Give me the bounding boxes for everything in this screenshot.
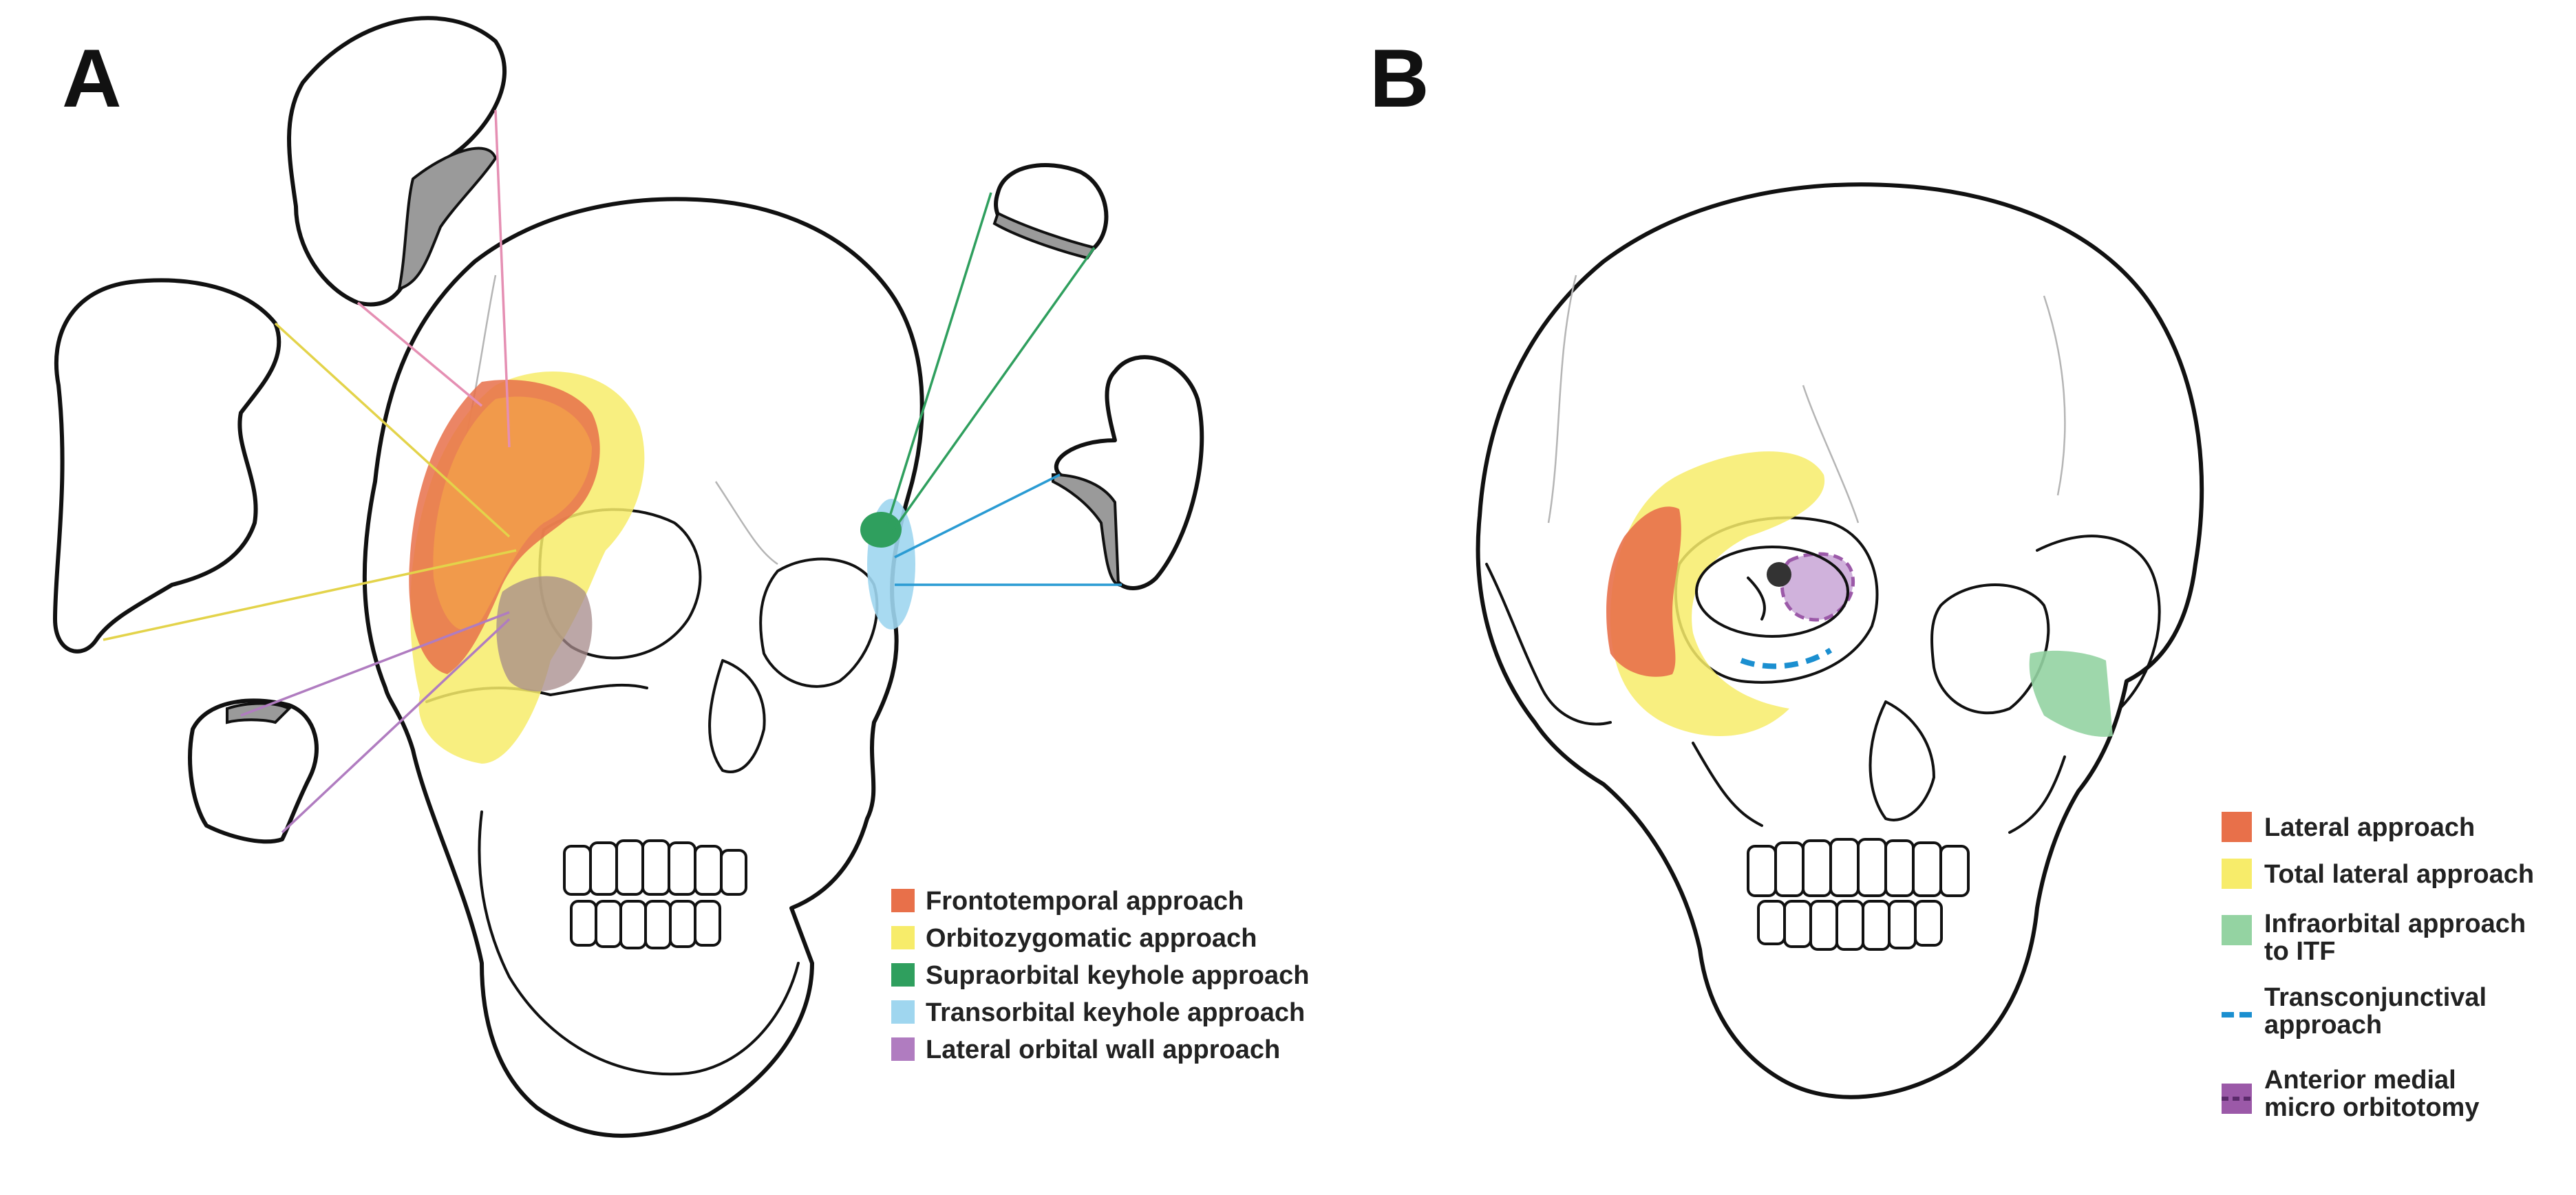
zone-lateral <box>1606 506 1681 677</box>
skull-a-right-orbit <box>759 557 879 688</box>
pointer-yellow-2 <box>103 549 517 641</box>
legend-b-label-3-line-0: Transconjunctival <box>2264 983 2487 1012</box>
panel-a-pointer-lines <box>103 109 1122 834</box>
zone-anterior-medial-micro-orbitotomy <box>1780 552 1855 622</box>
panel-b-letter: B <box>1370 32 1429 125</box>
legend-b-swatch-1 <box>2222 859 2252 889</box>
legend-b-label-2-line-1: to ITF <box>2264 937 2335 966</box>
zone-lateral-orbital-wall <box>496 576 593 691</box>
pointer-green-2 <box>890 246 1096 535</box>
skull-b-left-temple <box>1485 563 1612 726</box>
legend-a-label-1: Orbitozygomatic approach <box>926 924 1257 953</box>
panel-a: A <box>53 16 1309 1138</box>
legend-a-swatch-2 <box>891 963 915 987</box>
legend-a-label-0: Frontotemporal approach <box>926 887 1244 916</box>
legend-a-label-4: Lateral orbital wall approach <box>926 1035 1280 1064</box>
legend-a-label-2: Supraorbital keyhole approach <box>926 961 1309 990</box>
legend-b-swatch-2 <box>2222 915 2252 945</box>
skull-a-teeth <box>563 839 747 949</box>
eye-pupil <box>1767 562 1791 587</box>
legend-b-label-4-line-1: micro orbitotomy <box>2264 1093 2479 1122</box>
pointer-yellow-1 <box>274 322 511 538</box>
legend-b-swatch-0 <box>2222 812 2252 842</box>
legend-a-swatch-1 <box>891 926 915 949</box>
legend-a: Frontotemporal approach Orbitozygomatic … <box>891 887 1309 1064</box>
pointer-purple-1 <box>240 611 510 717</box>
legend-a-swatch-0 <box>891 889 915 912</box>
legend-b-label-4-line-0: Anterior medial <box>2264 1066 2456 1095</box>
skull-b-maxilla <box>1692 742 2066 834</box>
skull-b-teeth <box>1747 838 1970 951</box>
panel-a-approach-zones <box>409 372 915 764</box>
bone-flap-lateral-orbital-wall-cut <box>226 702 292 724</box>
zone-transconjunctival <box>1740 647 1833 669</box>
bone-flap-transorbital <box>1054 355 1204 590</box>
bone-flap-lateral-orbital-wall <box>188 698 319 844</box>
pointer-pink-1 <box>356 301 483 407</box>
skull-a-mandible <box>478 810 800 1076</box>
skull-b-cranium <box>1476 182 2204 1099</box>
skull-b <box>1476 182 2204 1099</box>
pointer-blue-1 <box>894 473 1061 559</box>
legend-a-swatch-4 <box>891 1037 915 1061</box>
skull-b-nasal-cavity <box>1869 700 1935 821</box>
bone-flap-transorbital-cut <box>1052 473 1120 587</box>
legend-b-label-3-line-1: approach <box>2264 1011 2382 1040</box>
bone-flap-frontotemporal-cut <box>397 147 498 291</box>
bone-flap-orbitozygomatic <box>53 278 281 654</box>
skull-b-right-orbit <box>1930 583 2050 715</box>
pointer-pink-2 <box>494 109 511 448</box>
zone-supraorbital-keyhole <box>860 512 902 548</box>
eye-outline <box>1695 546 1849 638</box>
legend-a-swatch-3 <box>891 1000 915 1024</box>
pointer-green-1 <box>886 192 992 524</box>
zone-frontotemporal-overlap <box>433 396 592 631</box>
skull-a-nasal-cavity <box>708 659 766 773</box>
legend-b: Lateral approach Total lateral approach … <box>2222 812 2534 1122</box>
pointer-purple-2 <box>281 618 511 834</box>
zone-infraorbital-itf <box>2029 650 2113 737</box>
legend-b-label-1: Total lateral approach <box>2264 860 2534 889</box>
panel-a-bone-flaps <box>53 16 1204 844</box>
legend-b-label-0: Lateral approach <box>2264 813 2475 842</box>
panel-b: B <box>1370 32 2534 1122</box>
panel-b-approach-zones <box>1606 451 2113 737</box>
legend-b-label-2-line-0: Infraorbital approach <box>2264 909 2526 938</box>
skull-b-right-zygoma <box>2036 535 2161 710</box>
panel-a-letter: A <box>62 32 122 125</box>
legend-a-label-3: Transorbital keyhole approach <box>926 998 1305 1027</box>
panel-b-eye-detail <box>1695 546 1849 638</box>
eye-retractor <box>1747 577 1766 621</box>
